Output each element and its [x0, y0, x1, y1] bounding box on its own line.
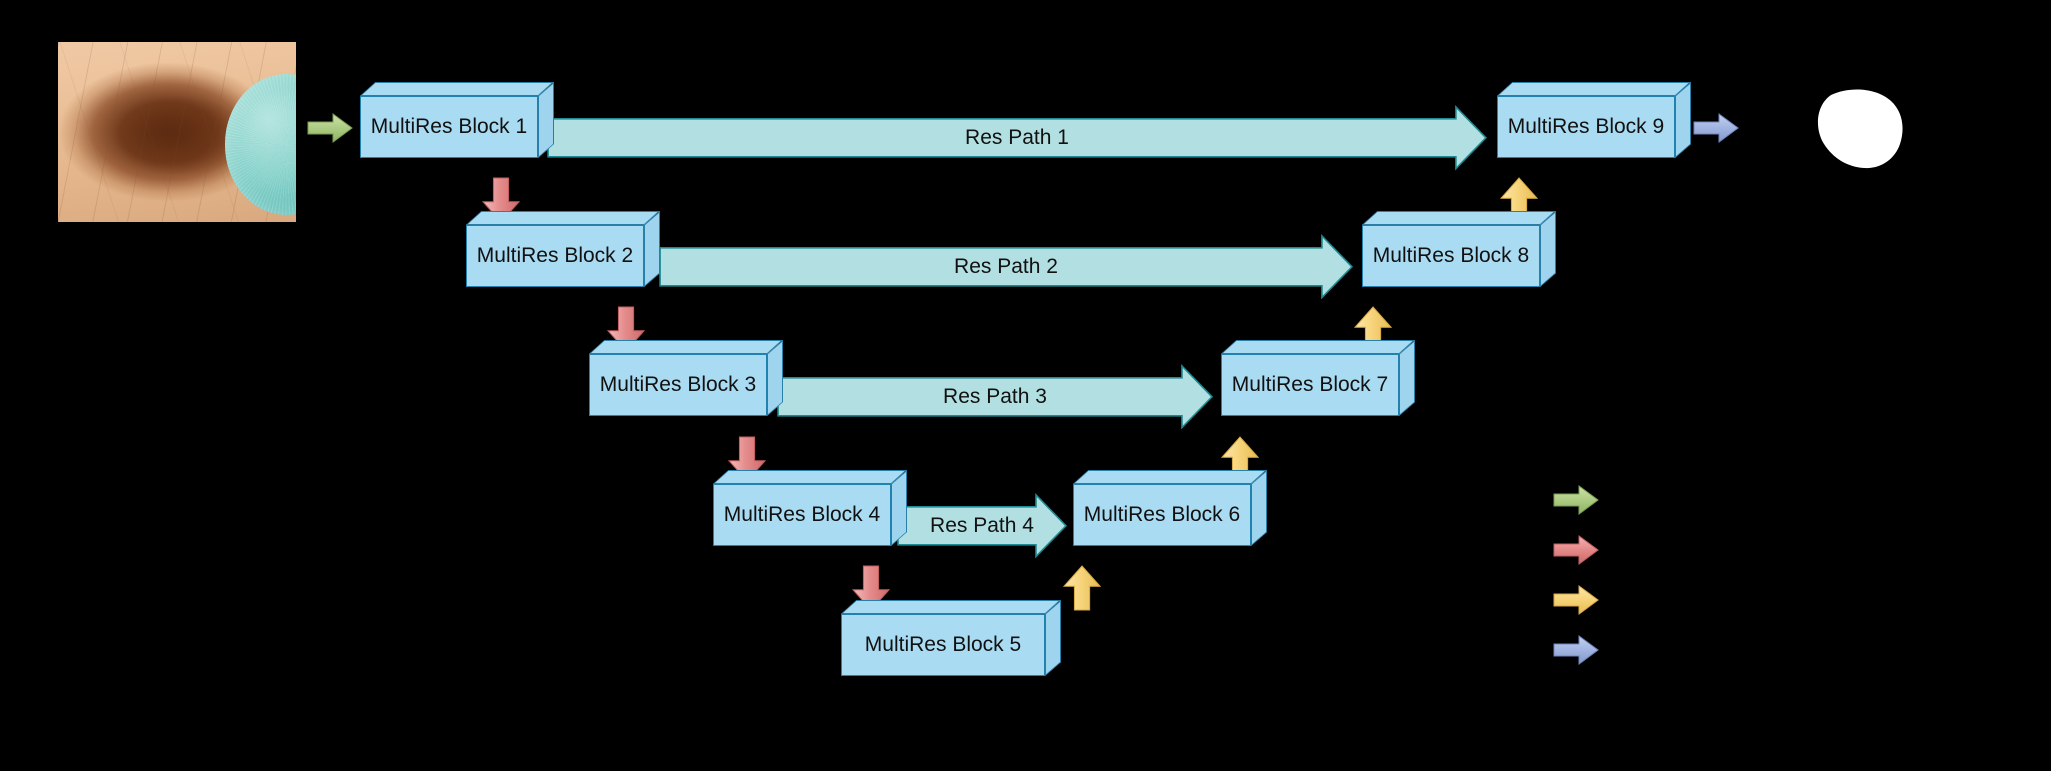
block-label: MultiRes Block 8 [1372, 244, 1530, 267]
legend-red-arrow [1553, 535, 1599, 565]
block-right-face [644, 211, 660, 287]
block-top-face [360, 82, 554, 96]
block-label: MultiRes Block 4 [723, 503, 881, 526]
block-right-face [1540, 211, 1556, 287]
block-front-face: MultiRes Block 4 [713, 484, 891, 546]
legend-blue-arrow [1553, 635, 1599, 665]
multires-block-7[interactable]: MultiRes Block 7 [1221, 340, 1415, 416]
block-right-face [538, 82, 554, 158]
block-front-face: MultiRes Block 5 [841, 614, 1045, 676]
block-top-face [589, 340, 783, 354]
block-label: MultiRes Block 7 [1231, 373, 1389, 396]
output-segmentation-mask [1795, 78, 1927, 178]
block-top-face [1497, 82, 1691, 96]
block-front-face: MultiRes Block 2 [466, 225, 644, 287]
block-right-face [767, 340, 783, 416]
block-label: MultiRes Block 2 [476, 244, 634, 267]
block-label: MultiRes Block 5 [864, 633, 1022, 656]
block-label: MultiRes Block 3 [599, 373, 757, 396]
multires-block-9[interactable]: MultiRes Block 9 [1497, 82, 1691, 158]
block-right-face [1675, 82, 1691, 158]
upsample-5-to-6 [1062, 565, 1102, 611]
block-top-face [1073, 470, 1267, 484]
block-label: MultiRes Block 1 [370, 115, 528, 138]
block-front-face: MultiRes Block 1 [360, 96, 538, 158]
block-front-face: MultiRes Block 8 [1362, 225, 1540, 287]
legend-green-arrow [1553, 485, 1599, 515]
block-right-face [1045, 600, 1061, 676]
block-top-face [841, 600, 1061, 614]
multires-block-3[interactable]: MultiRes Block 3 [589, 340, 783, 416]
block-top-face [466, 211, 660, 225]
res-path-1: Res Path 1 [547, 105, 1488, 171]
output-arrow [1693, 113, 1739, 143]
block-front-face: MultiRes Block 6 [1073, 484, 1251, 546]
block-right-face [891, 470, 907, 546]
block-top-face [1221, 340, 1415, 354]
block-front-face: MultiRes Block 9 [1497, 96, 1675, 158]
block-label: MultiRes Block 9 [1507, 115, 1665, 138]
block-front-face: MultiRes Block 3 [589, 354, 767, 416]
multires-block-5[interactable]: MultiRes Block 5 [841, 600, 1061, 676]
block-top-face [1362, 211, 1556, 225]
multires-block-1[interactable]: MultiRes Block 1 [360, 82, 554, 158]
res-path-4: Res Path 4 [897, 493, 1068, 559]
multires-block-2[interactable]: MultiRes Block 2 [466, 211, 660, 287]
res-path-2: Res Path 2 [659, 234, 1354, 300]
multires-block-8[interactable]: MultiRes Block 8 [1362, 211, 1556, 287]
block-front-face: MultiRes Block 7 [1221, 354, 1399, 416]
input-dermoscopy-image [58, 42, 296, 222]
block-right-face [1399, 340, 1415, 416]
input-arrow [307, 113, 353, 143]
block-top-face [713, 470, 907, 484]
res-path-3: Res Path 3 [777, 364, 1214, 430]
block-right-face [1251, 470, 1267, 546]
block-label: MultiRes Block 6 [1083, 503, 1241, 526]
multires-block-6[interactable]: MultiRes Block 6 [1073, 470, 1267, 546]
legend-yellow-arrow [1553, 585, 1599, 615]
multires-block-4[interactable]: MultiRes Block 4 [713, 470, 907, 546]
downsample-4-to-5 [851, 565, 891, 611]
